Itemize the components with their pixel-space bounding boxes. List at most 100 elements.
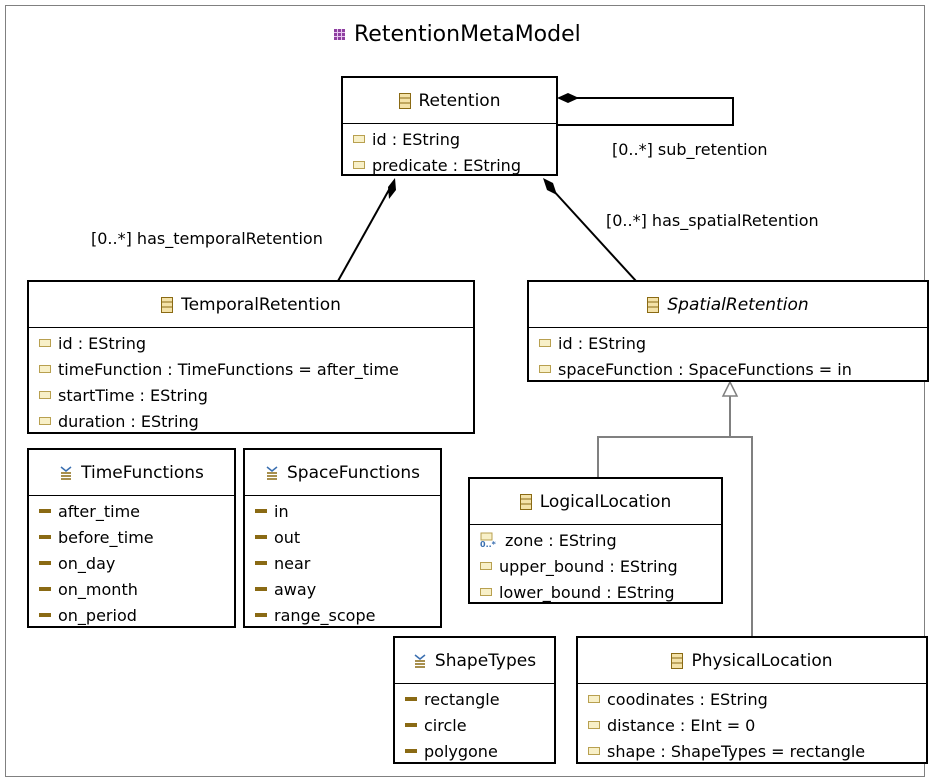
- diagram-title-text: RetentionMetaModel: [354, 22, 581, 47]
- attribute-label: coodinates : EString: [607, 689, 768, 709]
- class-logical-location[interactable]: LogicalLocation 0..* zone : EString uppe…: [468, 477, 723, 604]
- literal-icon: [39, 561, 51, 565]
- attribute-row[interactable]: startTime : EString: [29, 382, 473, 408]
- literal-row[interactable]: in: [245, 498, 440, 524]
- diagram-title: RetentionMetaModel: [333, 22, 581, 47]
- literal-label: in: [274, 501, 289, 521]
- attribute-row[interactable]: id : EString: [343, 126, 556, 152]
- class-retention-header: Retention: [343, 78, 556, 124]
- class-physical-name: PhysicalLocation: [691, 650, 833, 671]
- enum-shape-header: ShapeTypes: [395, 638, 554, 684]
- literal-row[interactable]: away: [245, 576, 440, 602]
- attribute-row[interactable]: spaceFunction : SpaceFunctions = in: [529, 356, 927, 382]
- literal-label: range_scope: [274, 605, 376, 625]
- literal-label: on_day: [58, 553, 116, 573]
- attribute-icon: [588, 721, 600, 729]
- eclass-icon: [519, 493, 532, 510]
- literal-row[interactable]: on_month: [29, 576, 234, 602]
- literal-icon: [255, 613, 267, 617]
- literal-row[interactable]: circle: [395, 712, 554, 738]
- attribute-row[interactable]: lower_bound : EString: [470, 579, 721, 605]
- literal-label: away: [274, 579, 317, 599]
- attribute-row[interactable]: coodinates : EString: [578, 686, 926, 712]
- attribute-row[interactable]: 0..* zone : EString: [470, 527, 721, 553]
- class-temporal-header: TemporalRetention: [29, 282, 473, 328]
- literal-icon: [255, 535, 267, 539]
- literal-label: near: [274, 553, 311, 573]
- svg-text:0..*: 0..*: [480, 540, 497, 548]
- literal-icon: [39, 613, 51, 617]
- literal-row[interactable]: out: [245, 524, 440, 550]
- attribute-row[interactable]: distance : EInt = 0: [578, 712, 926, 738]
- attribute-row[interactable]: predicate : EString: [343, 152, 556, 178]
- literal-label: before_time: [58, 527, 154, 547]
- attribute-icon: [539, 365, 551, 373]
- attribute-icon: [480, 588, 492, 596]
- attribute-label: shape : ShapeTypes = rectangle: [607, 741, 866, 761]
- literal-label: on_period: [58, 605, 137, 625]
- class-spatial-header: SpatialRetention: [529, 282, 927, 328]
- attribute-label: zone : EString: [505, 530, 617, 550]
- attribute-label: predicate : EString: [372, 155, 521, 175]
- literal-label: rectangle: [424, 689, 500, 709]
- literal-label: on_month: [58, 579, 138, 599]
- literal-icon: [255, 587, 267, 591]
- attribute-label: id : EString: [372, 129, 461, 149]
- eenum-icon: [60, 465, 72, 480]
- attribute-label: duration : EString: [58, 411, 199, 431]
- literal-row[interactable]: rectangle: [395, 686, 554, 712]
- eenum-icon: [266, 465, 278, 480]
- eclass-icon: [161, 296, 174, 313]
- class-temporal-name: TemporalRetention: [181, 294, 341, 315]
- literal-icon: [405, 723, 417, 727]
- attribute-icon: [39, 417, 51, 425]
- literal-row[interactable]: polygone: [395, 738, 554, 764]
- attribute-row[interactable]: id : EString: [29, 330, 473, 356]
- literal-row[interactable]: after_time: [29, 498, 234, 524]
- label-has-temporal-retention: [0..*] has_temporalRetention: [91, 229, 323, 248]
- class-spatial-name: SpatialRetention: [667, 294, 809, 315]
- attribute-row[interactable]: timeFunction : TimeFunctions = after_tim…: [29, 356, 473, 382]
- attribute-icon: [39, 391, 51, 399]
- class-spatial-retention[interactable]: SpatialRetention id : EString spaceFunct…: [527, 280, 929, 382]
- literal-label: out: [274, 527, 301, 547]
- literal-row[interactable]: near: [245, 550, 440, 576]
- literal-row[interactable]: on_day: [29, 550, 234, 576]
- attribute-icon: [480, 562, 492, 570]
- attribute-label: timeFunction : TimeFunctions = after_tim…: [58, 359, 399, 379]
- attribute-label: startTime : EString: [58, 385, 208, 405]
- attribute-row[interactable]: duration : EString: [29, 408, 473, 434]
- eclass-icon: [671, 652, 684, 669]
- class-temporal-retention[interactable]: TemporalRetention id : EString timeFunct…: [27, 280, 475, 434]
- attribute-icon: [588, 747, 600, 755]
- attribute-row[interactable]: upper_bound : EString: [470, 553, 721, 579]
- attribute-label: lower_bound : EString: [499, 582, 675, 602]
- enum-shape-name: ShapeTypes: [434, 650, 537, 671]
- class-retention-name: Retention: [418, 90, 501, 111]
- attribute-label: spaceFunction : SpaceFunctions = in: [558, 359, 852, 379]
- literal-row[interactable]: range_scope: [245, 602, 440, 628]
- enum-shape-types[interactable]: ShapeTypes rectangle circle polygone: [393, 636, 556, 764]
- literal-icon: [405, 749, 417, 753]
- literal-icon: [39, 535, 51, 539]
- enum-time-functions[interactable]: TimeFunctions after_time before_time on_…: [27, 448, 236, 628]
- class-retention[interactable]: Retention id : EString predicate : EStri…: [341, 76, 558, 176]
- attribute-icon: [588, 695, 600, 703]
- enum-space-name: SpaceFunctions: [287, 462, 420, 483]
- enum-time-header: TimeFunctions: [29, 450, 234, 496]
- class-physical-header: PhysicalLocation: [578, 638, 926, 684]
- literal-row[interactable]: on_period: [29, 602, 234, 628]
- attribute-label: id : EString: [58, 333, 147, 353]
- attribute-row[interactable]: shape : ShapeTypes = rectangle: [578, 738, 926, 764]
- class-physical-location[interactable]: PhysicalLocation coodinates : EString di…: [576, 636, 928, 764]
- literal-row[interactable]: before_time: [29, 524, 234, 550]
- package-icon: [333, 28, 346, 41]
- attribute-label: upper_bound : EString: [499, 556, 678, 576]
- attribute-icon: [353, 161, 365, 169]
- label-has-spatial-retention: [0..*] has_spatialRetention: [606, 211, 819, 230]
- attribute-row[interactable]: id : EString: [529, 330, 927, 356]
- enum-space-functions[interactable]: SpaceFunctions in out near away range_sc…: [243, 448, 442, 628]
- attribute-label: distance : EInt = 0: [607, 715, 756, 735]
- multi-valued-attribute-icon: 0..*: [480, 532, 497, 548]
- attribute-icon: [539, 339, 551, 347]
